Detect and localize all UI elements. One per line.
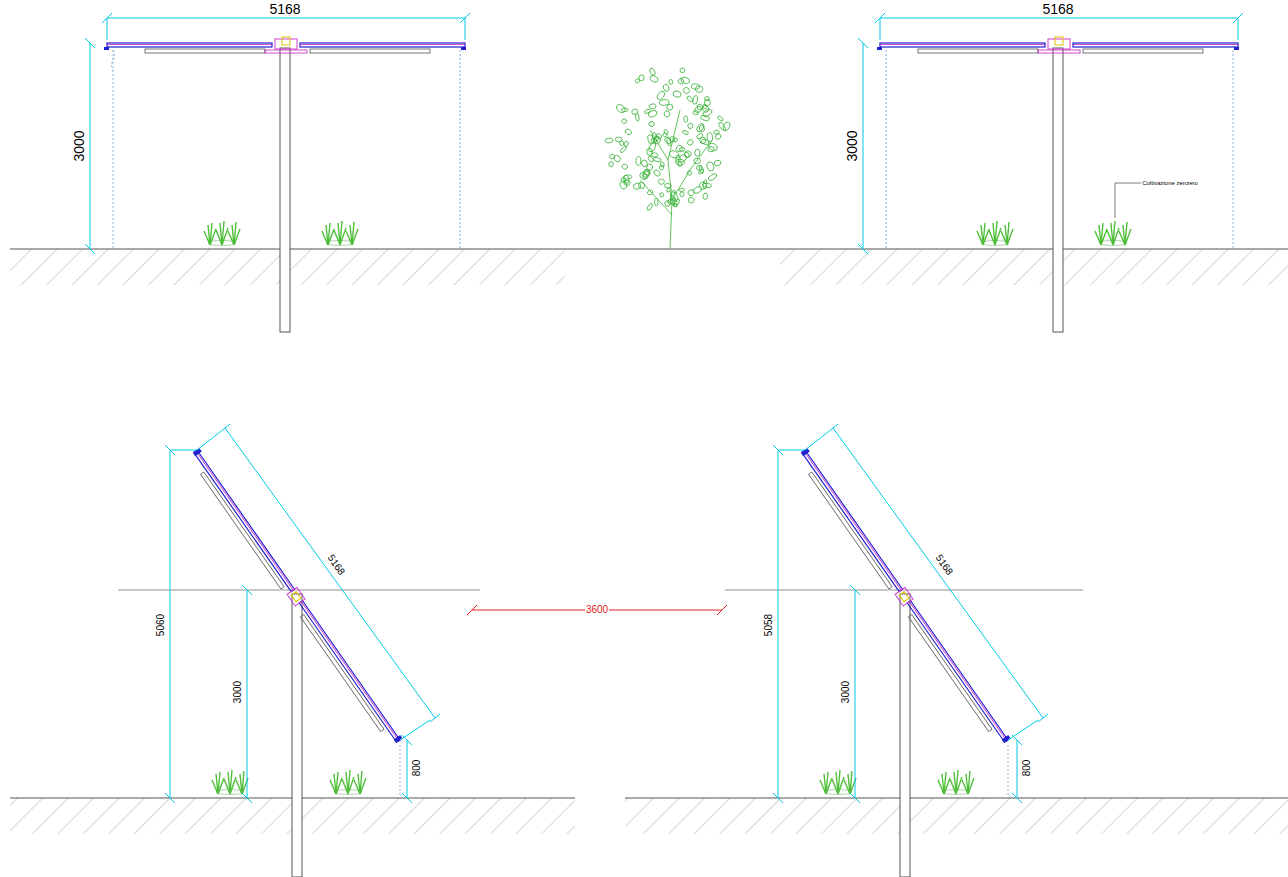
dimension-value: 5168 xyxy=(1041,2,1074,16)
callout-note: Coltivazione zenzero xyxy=(1141,180,1199,186)
dimension-value: 3600 xyxy=(585,605,609,615)
tilted-structure xyxy=(118,448,480,877)
dimension-value: 800 xyxy=(1022,759,1032,778)
dimension-value: 3000 xyxy=(233,680,243,704)
dimension-value: 5060 xyxy=(156,613,166,637)
spacing-dimension xyxy=(467,605,727,615)
dimension-value: 3000 xyxy=(72,129,86,162)
dimension-value: 5168 xyxy=(268,2,301,16)
flat-structure xyxy=(877,37,1239,332)
dimension-value: 3000 xyxy=(841,680,851,704)
dimension-value: 5168 xyxy=(933,552,955,578)
dimension-lines xyxy=(165,424,440,803)
dimension-lines xyxy=(85,13,470,254)
dimension-value: 5168 xyxy=(325,552,347,578)
dimension-lines xyxy=(858,13,1243,254)
dimension-lines xyxy=(773,424,1048,803)
ground xyxy=(10,249,1288,834)
dimension-value: 3000 xyxy=(845,129,859,162)
tree xyxy=(605,67,731,249)
dimension-value: 800 xyxy=(412,759,422,778)
flat-structure xyxy=(104,37,466,332)
dimension-value: 5058 xyxy=(764,613,774,637)
tilted-structure xyxy=(725,448,1083,877)
